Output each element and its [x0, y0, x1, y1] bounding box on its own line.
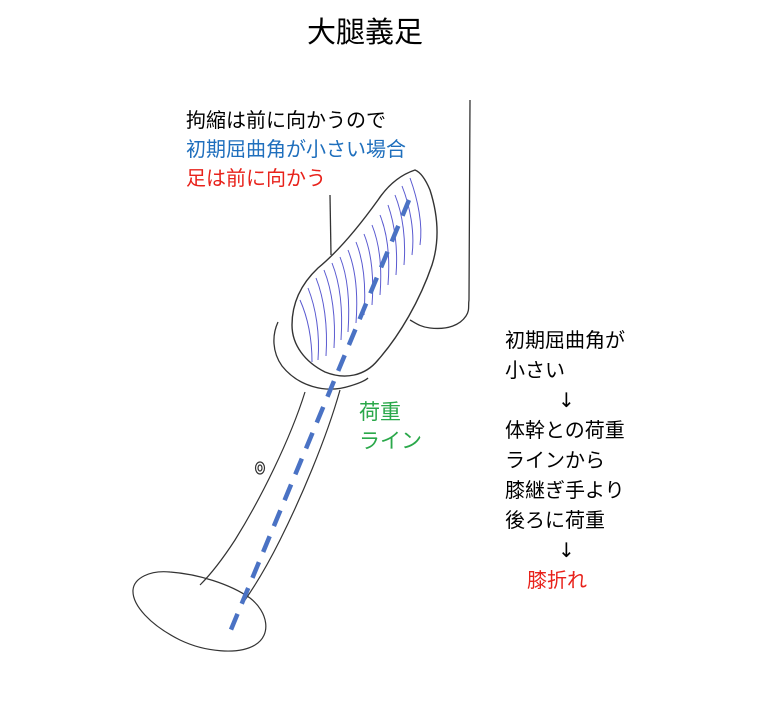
explanation-line-3: 体幹との荷重	[505, 418, 625, 442]
explanation-result: 膝折れ	[527, 568, 587, 592]
explanation-line-2: 小さい	[505, 358, 565, 382]
top-note-line-3: 足は前に向かう	[186, 166, 326, 190]
load-line-dashed	[227, 199, 412, 633]
pylon-left-edge	[199, 391, 306, 586]
top-note-line-1: 拘縮は前に向かうので	[186, 108, 386, 132]
pylon-right-edge	[244, 389, 341, 601]
explanation-text: 初期屈曲角が 小さい ↓ 体幹との荷重 ラインから 膝継ぎ手より 後ろに荷重 ↓…	[505, 325, 625, 595]
thigh-guide-line-right	[409, 99, 471, 330]
thigh-guide-line-left	[329, 194, 332, 256]
load-line-label-line-1: 荷重	[359, 400, 401, 424]
top-note: 拘縮は前に向かうので 初期屈曲角が小さい場合 足は前に向かう	[186, 106, 406, 193]
foot-outline	[132, 571, 267, 652]
explanation-line-5: 膝継ぎ手より	[505, 478, 625, 502]
thigh-hatching	[299, 177, 422, 363]
top-note-line-2: 初期屈曲角が小さい場合	[186, 137, 406, 161]
explanation-line-6: 後ろに荷重	[505, 508, 605, 532]
down-arrow-icon: ↓	[558, 538, 575, 562]
knee-joint-mark	[254, 461, 266, 475]
down-arrow-icon: ↓	[558, 388, 575, 412]
down-arrow-1: ↓	[505, 385, 625, 415]
page-title: 大腿義足	[307, 15, 424, 49]
load-line-label-line-2: ライン	[359, 429, 422, 453]
thigh-outline	[291, 169, 438, 377]
load-line-label: 荷重 ライン	[359, 398, 422, 456]
down-arrow-2: ↓	[505, 535, 625, 565]
explanation-line-4: ラインから	[505, 448, 605, 472]
explanation-line-1: 初期屈曲角が	[505, 328, 625, 352]
socket-outline	[273, 321, 369, 390]
